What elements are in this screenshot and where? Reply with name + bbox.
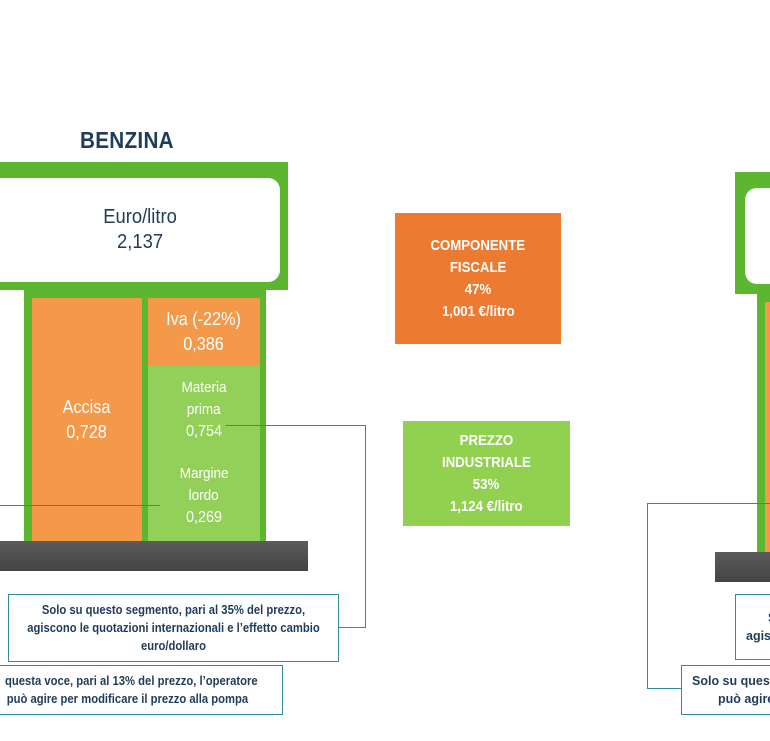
- note-materia-prima-line-2: agiscono le quotazioni internazionali e …: [27, 621, 320, 635]
- note-materia-prima-line-1: Solo su questo segmento, pari al 35% del…: [41, 603, 306, 617]
- connector-materia-vertical: [365, 425, 366, 628]
- componente-fiscale-line-1: COMPONENTE: [430, 236, 526, 254]
- prezzo-industriale-box: PREZZO INDUSTRIALE 53% 1,124 €/litro: [403, 421, 570, 526]
- segment-materia-prima-value: 0,754: [185, 423, 223, 440]
- connector-materia-horizontal: [226, 425, 366, 426]
- componente-fiscale-value: 1,001 €/litro: [441, 302, 515, 320]
- segment-iva: Iva (-22%) 0,386: [148, 298, 260, 366]
- prezzo-industriale-line-2: INDUSTRIALE: [442, 453, 531, 471]
- segment-materia-prima: Materia prima 0,754: [148, 374, 260, 446]
- prezzo-industriale-percent: 53%: [473, 475, 500, 493]
- componente-fiscale-percent: 47%: [464, 280, 492, 298]
- total-price-value: 2,137: [116, 231, 164, 253]
- segment-materia-prima-label-1: Materia: [181, 379, 227, 396]
- right-connector-horizontal: [647, 503, 770, 504]
- right-note-2-line-2: può agire: [718, 692, 770, 706]
- componente-fiscale-line-2: FISCALE: [449, 258, 507, 276]
- price-unit-label: Euro/litro: [103, 206, 177, 228]
- segment-materia-prima-label-2: prima: [187, 401, 221, 418]
- segment-green-column: [148, 366, 260, 542]
- segment-accisa: Accisa 0,728: [32, 298, 142, 542]
- right-note-1-line-1: S: [746, 609, 770, 627]
- connector-margine-horizontal: [0, 505, 160, 506]
- right-connector-vertical: [647, 503, 648, 689]
- pump-base: [0, 541, 308, 571]
- componente-fiscale-box: COMPONENTE FISCALE 47% 1,001 €/litro: [395, 213, 561, 344]
- segment-accisa-value: 0,728: [66, 422, 108, 442]
- prezzo-industriale-line-1: PREZZO: [459, 431, 514, 449]
- right-note-1: S agis: [735, 594, 770, 660]
- segment-margine-lordo-value: 0,269: [185, 509, 223, 526]
- chart-title: BENZINA: [80, 127, 174, 153]
- right-note-2: Solo su quest può agire: [681, 665, 770, 715]
- prezzo-industriale-value: 1,124 €/litro: [450, 497, 523, 515]
- right-pump-segment: [765, 302, 770, 554]
- note-materia-prima: Solo su questo segmento, pari al 35% del…: [8, 594, 339, 662]
- segment-iva-label: Iva (-22%): [166, 309, 242, 329]
- right-note-2-line-1: Solo su quest: [692, 674, 770, 688]
- right-note-1-line-2: agis: [746, 629, 770, 643]
- note-margine-line-1: questa voce, pari al 13% del prezzo, l’o…: [5, 674, 258, 688]
- segment-margine-lordo-label-1: Margine: [179, 465, 229, 482]
- segment-margine-lordo: Margine lordo 0,269: [148, 460, 260, 532]
- note-margine-line-2: può agire per modificare il prezzo alla …: [6, 692, 249, 706]
- note-materia-prima-line-3: euro/dollaro: [140, 639, 206, 653]
- note-margine: questa voce, pari al 13% del prezzo, l’o…: [0, 665, 283, 715]
- right-pump-base: [715, 552, 770, 582]
- segment-iva-value: 0,386: [183, 334, 225, 354]
- right-pump-head-display: [745, 188, 770, 284]
- segment-margine-lordo-label-2: lordo: [188, 487, 220, 504]
- connector-materia-to-note: [339, 627, 366, 628]
- pump-head-display: Euro/litro 2,137: [0, 178, 280, 282]
- right-connector-to-note: [647, 688, 681, 689]
- segment-accisa-label: Accisa: [63, 397, 111, 417]
